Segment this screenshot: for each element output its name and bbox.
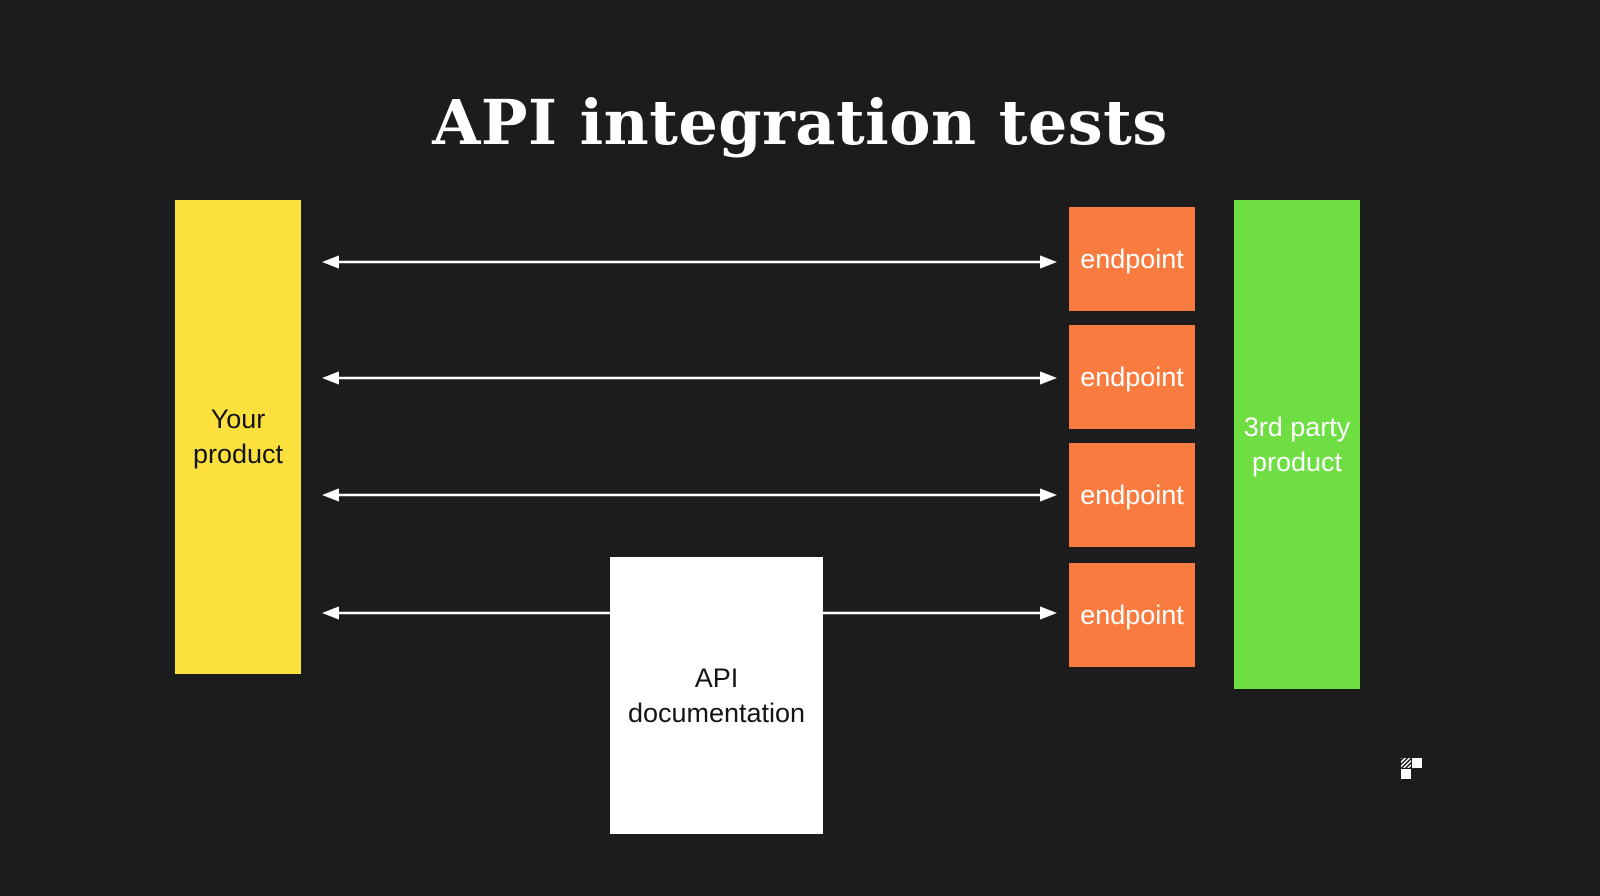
node-endpoint-2[interactable]: endpoint	[1069, 325, 1195, 429]
node-your-product[interactable]: Your product	[175, 200, 301, 674]
node-third-party-product-label: 3rd party product	[1243, 411, 1351, 477]
node-endpoint-4[interactable]: endpoint	[1069, 563, 1195, 667]
logo-watermark-icon	[1400, 758, 1424, 784]
connector-arrow-3	[322, 488, 1057, 502]
node-endpoint-2-label: endpoint	[1080, 361, 1184, 392]
node-api-documentation-label: API documentation	[627, 662, 806, 728]
node-your-product-label: Your product	[192, 404, 284, 469]
connector-arrow-4-left-segment	[322, 606, 612, 620]
node-endpoint-1-label: endpoint	[1080, 243, 1184, 274]
node-api-documentation[interactable]: API documentation	[610, 557, 823, 834]
node-endpoint-4-label: endpoint	[1080, 599, 1184, 630]
node-endpoint-3-label: endpoint	[1080, 479, 1184, 510]
connector-arrow-1	[322, 255, 1057, 269]
node-third-party-product[interactable]: 3rd party product	[1234, 200, 1360, 689]
connector-arrow-4-right-segment	[821, 606, 1057, 620]
node-endpoint-1[interactable]: endpoint	[1069, 207, 1195, 311]
node-endpoint-3[interactable]: endpoint	[1069, 443, 1195, 547]
connector-arrow-2	[322, 371, 1057, 385]
page-title: API integration tests	[432, 86, 1168, 159]
